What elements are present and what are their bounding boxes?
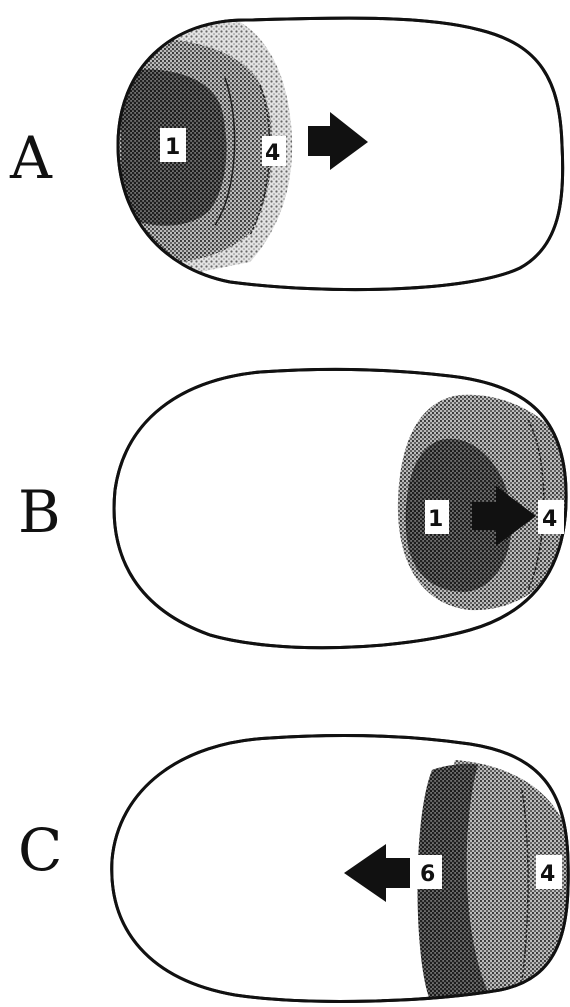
panel-b: B 1 4	[18, 369, 570, 647]
panel-c-letter: C	[18, 816, 62, 884]
panel-c: C 6 4	[18, 736, 570, 1002]
panel-b-letter: B	[18, 478, 61, 546]
panel-a: A 1 4	[9, 18, 563, 290]
panel-b-tag-1: 1	[428, 507, 443, 532]
panel-c-tag-6: 6	[420, 862, 435, 887]
panel-a-tag-1: 1	[165, 135, 180, 160]
panel-a-letter: A	[9, 124, 53, 192]
panel-a-tag-4: 4	[265, 141, 280, 166]
panel-c-tag-4: 4	[540, 862, 555, 887]
panel-b-tag-4: 4	[542, 507, 557, 532]
